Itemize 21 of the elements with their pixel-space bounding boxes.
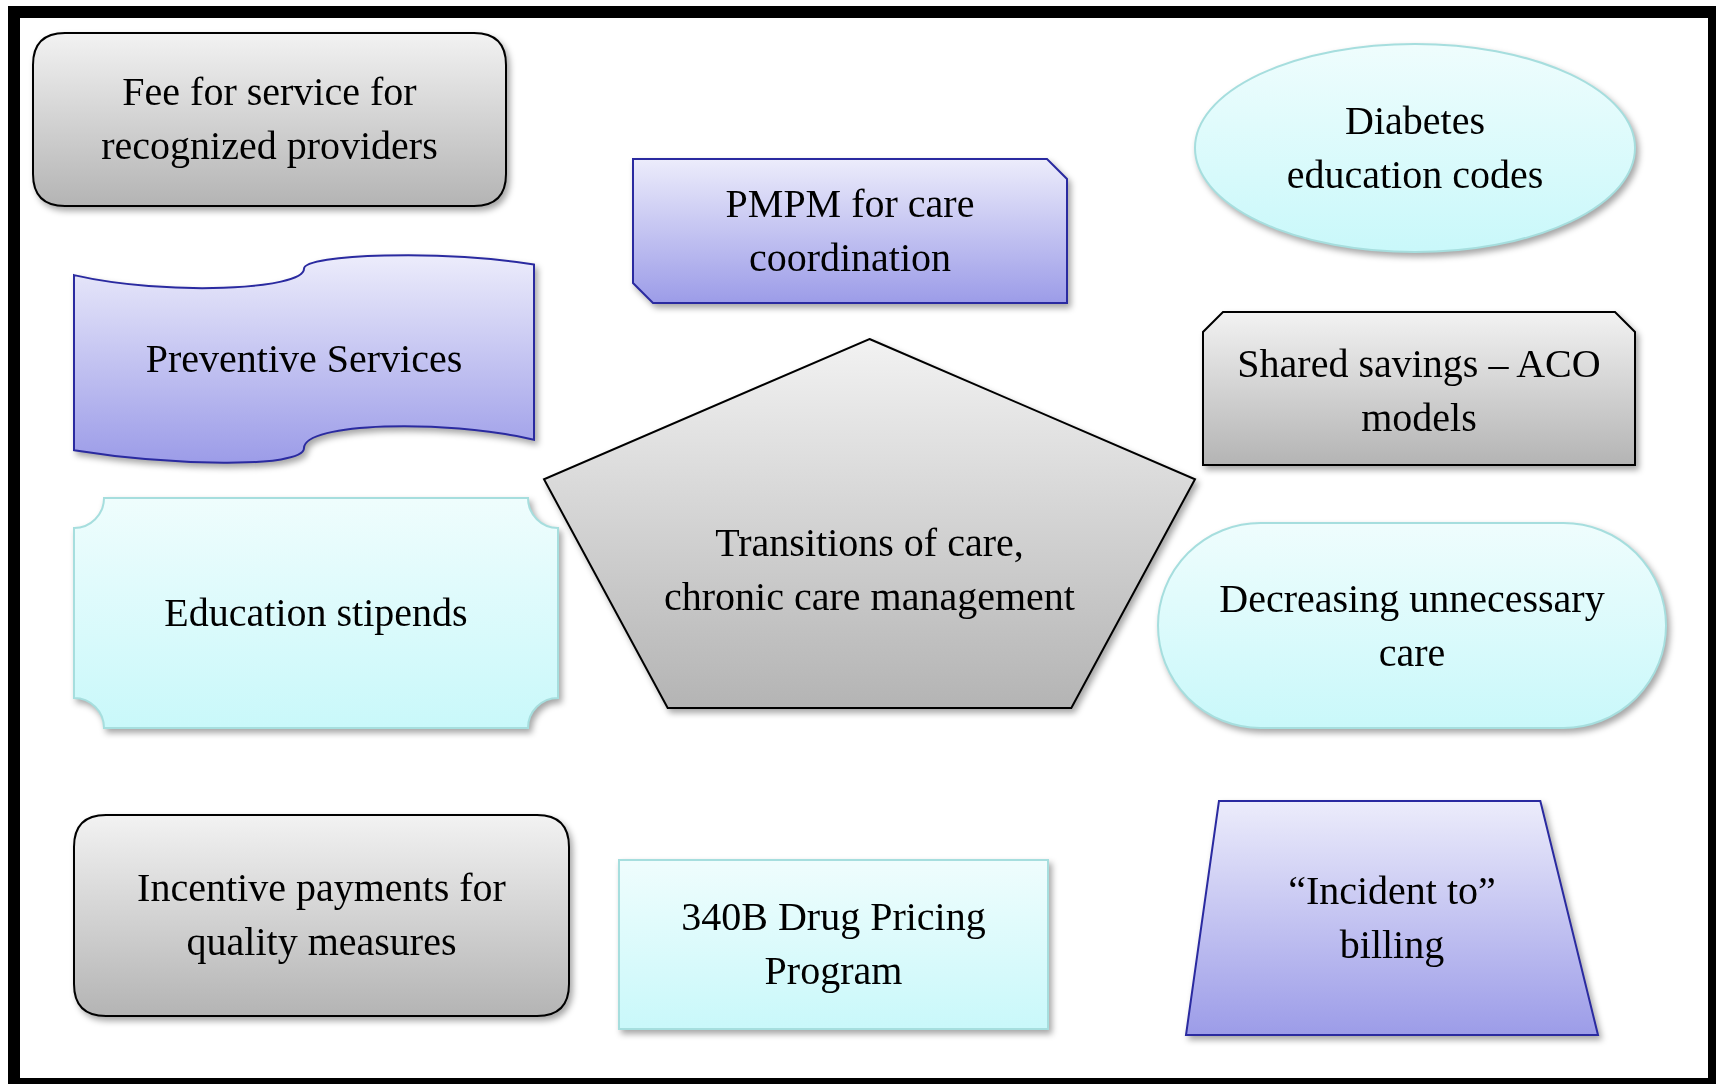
node-label: 340B Drug Pricing Program <box>680 893 987 996</box>
trapezoid <box>1186 801 1598 1035</box>
box <box>619 860 1048 1029</box>
node-label: “Incident to” billing <box>1287 867 1497 969</box>
rounded-box <box>1158 523 1666 728</box>
oval <box>1195 44 1635 252</box>
plaque-box <box>74 498 558 728</box>
node-label: PMPM for care coordination <box>724 180 976 282</box>
rounded-box <box>33 33 506 206</box>
node-label: Incentive payments for quality measures <box>136 864 507 967</box>
node-label: Education stipends <box>164 589 468 637</box>
node-label: Diabetes education codes <box>1285 97 1545 199</box>
snipped-box <box>633 159 1067 303</box>
wave-banner <box>74 254 534 465</box>
node-label: Decreasing unnecessary care <box>1218 574 1606 677</box>
node-label: Preventive Services <box>145 335 463 384</box>
rounded-box <box>74 815 569 1016</box>
node-label: Transitions of care, chronic care management <box>663 518 1076 621</box>
box <box>1203 312 1635 465</box>
node-label: Fee for service for recognized providers <box>100 68 439 171</box>
node-label: Shared savings – ACO models <box>1236 339 1602 442</box>
